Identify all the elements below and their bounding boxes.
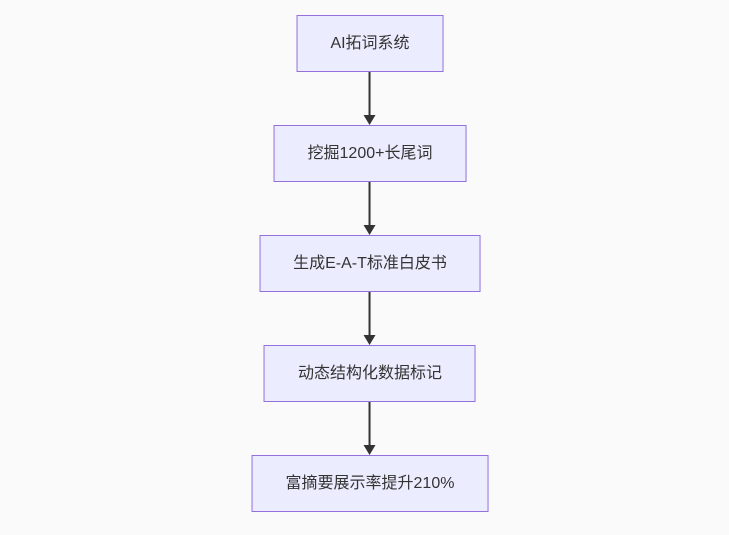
arrow-line bbox=[369, 182, 371, 226]
arrow-line bbox=[369, 402, 371, 446]
arrow-line bbox=[369, 72, 371, 116]
arrowhead-down-icon bbox=[364, 225, 376, 235]
flowchart-node-eat-whitepaper: 生成E-A-T标准白皮书 bbox=[259, 235, 481, 292]
arrowhead-down-icon bbox=[364, 335, 376, 345]
flowchart-edge-1 bbox=[364, 72, 376, 125]
node-label: 动态结构化数据标记 bbox=[297, 364, 442, 382]
node-label: AI拓词系统 bbox=[330, 34, 410, 52]
flowchart-edge-4 bbox=[364, 402, 376, 455]
flowchart: AI拓词系统 挖掘1200+长尾词 生成E-A-T标准白皮书 动态结构化数据标记 bbox=[251, 15, 489, 512]
arrow-line bbox=[369, 292, 371, 336]
flowchart-edge-2 bbox=[364, 182, 376, 235]
node-label: 富摘要展示率提升210% bbox=[285, 474, 455, 492]
flowchart-node-ai-expansion: AI拓词系统 bbox=[296, 15, 444, 72]
arrowhead-down-icon bbox=[364, 445, 376, 455]
arrowhead-down-icon bbox=[364, 115, 376, 125]
node-label: 生成E-A-T标准白皮书 bbox=[293, 254, 447, 272]
node-label: 挖掘1200+长尾词 bbox=[307, 144, 433, 162]
flowchart-node-rich-snippet-rate: 富摘要展示率提升210% bbox=[251, 455, 489, 512]
flowchart-edge-3 bbox=[364, 292, 376, 345]
flowchart-node-structured-data: 动态结构化数据标记 bbox=[263, 345, 476, 402]
flowchart-node-longtail-keywords: 挖掘1200+长尾词 bbox=[273, 125, 467, 182]
